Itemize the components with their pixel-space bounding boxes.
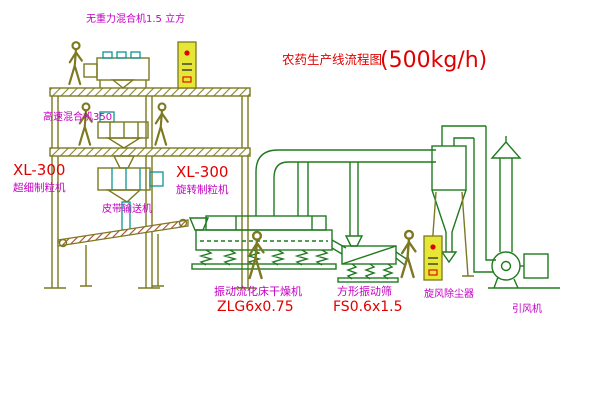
belt-conveyor (57, 218, 189, 287)
control-cabinet-upper (177, 41, 197, 89)
stack-rain-cap (490, 136, 522, 159)
label-dryer-name: 振动流化床干燥机 (214, 284, 302, 298)
fan-hub (500, 260, 512, 272)
mixer-body (96, 57, 150, 81)
sieve-deck-diagonal (341, 245, 397, 265)
label-granulator-mid-name: 旋转制粒机 (176, 183, 229, 196)
fan-volute (491, 251, 521, 281)
fan-motor (523, 253, 549, 279)
square-vibrating-sieve (337, 235, 409, 283)
fan-base (488, 276, 560, 289)
label-dryer-model: ZLG6x0.75 (217, 299, 294, 315)
label-granulator-left-model: XL-300 (13, 161, 65, 179)
mixer-motor (83, 63, 98, 78)
hs-mixer-cone (105, 137, 143, 149)
sieve-base (337, 277, 399, 283)
stack-pipe (499, 158, 513, 252)
cyclone-outlet-elbow (441, 125, 486, 146)
conveyor-legs (80, 234, 164, 287)
sieve-inlet-funnel (344, 235, 364, 247)
duct-elbow-outer (255, 149, 436, 216)
high-speed-mixer (97, 111, 149, 149)
duct-riser-2 (297, 162, 309, 216)
indicator-lamp-icon (184, 50, 190, 56)
dryer-hood-dividers (235, 216, 313, 230)
label-granulator-mid-model: XL-300 (176, 163, 228, 181)
label-fan: 引风机 (512, 302, 542, 315)
building-structure (44, 87, 256, 289)
fluid-bed-dryer (188, 215, 347, 270)
dryer-hood (205, 215, 327, 231)
building-slab-middle (49, 147, 251, 157)
building-slab-upper (49, 87, 251, 97)
cabinet-red-switch (428, 269, 438, 276)
cabinet-box (177, 41, 197, 89)
cabinet-panel-marks (428, 257, 438, 265)
label-cyclone: 旋风除尘器 (424, 287, 474, 300)
cyclone-legs (425, 191, 474, 277)
mixer-discharge-cone (111, 79, 135, 89)
cyclone-dip-tube (445, 232, 453, 252)
conveyor-belt (57, 219, 189, 247)
indicator-lamp-icon (430, 244, 436, 250)
dryer-discharge-chute (331, 239, 347, 255)
building-columns (51, 96, 249, 288)
cyclone-cone (431, 189, 467, 233)
label-belt-conveyor: 皮带输送机 (102, 202, 152, 215)
label-sieve-model: FS0.6x1.5 (333, 299, 403, 315)
cabinet-red-switch (182, 76, 192, 83)
label-granulator-left-name: 超细制粒机 (13, 181, 66, 194)
down-duct (473, 126, 496, 273)
label-high-speed-mixer: 高速混合机350 (43, 110, 112, 123)
worker-figure (68, 41, 83, 86)
mixer-feed-port (130, 51, 141, 59)
hs-mixer-dividers (109, 122, 139, 138)
dryer-body (195, 229, 333, 251)
fan-and-stack (473, 126, 560, 289)
cabinet-panel-marks (182, 63, 192, 71)
sieve-body (341, 245, 397, 265)
mixer-feed-port (102, 51, 113, 59)
worker-figure (78, 102, 93, 146)
granulator-body (97, 167, 151, 191)
diagram-title: 农药生产线流程图 (282, 52, 382, 67)
granulator-rollers (111, 168, 141, 190)
dryer-springs (198, 249, 330, 266)
mixer-legs (99, 80, 147, 88)
hs-mixer-body (97, 121, 149, 139)
granulator-motor (149, 171, 164, 187)
granulator-feed-hopper (112, 155, 136, 169)
gravity-free-mixer (83, 51, 150, 89)
label-top-mixer: 无重力混合机1.5 立方 (86, 12, 185, 25)
mixer-feed-port (116, 51, 127, 59)
rotary-granulator (97, 155, 164, 231)
cyclone-cylinder (431, 145, 467, 191)
cyclone-dust-collector (425, 125, 486, 277)
control-cabinet-lower (423, 235, 443, 281)
dryer-base (191, 263, 337, 270)
conveyor-roller (58, 238, 68, 248)
sieve-springs (346, 263, 394, 280)
label-sieve-name: 方形振动筛 (337, 284, 392, 298)
conveyor-roller (178, 218, 188, 228)
cyclone-discharge-valve (440, 251, 458, 264)
granulator-cone (105, 189, 142, 203)
duct-elbow-inner (273, 161, 436, 216)
worker-figure (400, 229, 417, 279)
exhaust-duct (255, 149, 436, 236)
sieve-dust-duct (349, 162, 359, 236)
worker-figure (154, 102, 169, 146)
diagram-title-capacity: (500kg/h) (380, 48, 487, 73)
